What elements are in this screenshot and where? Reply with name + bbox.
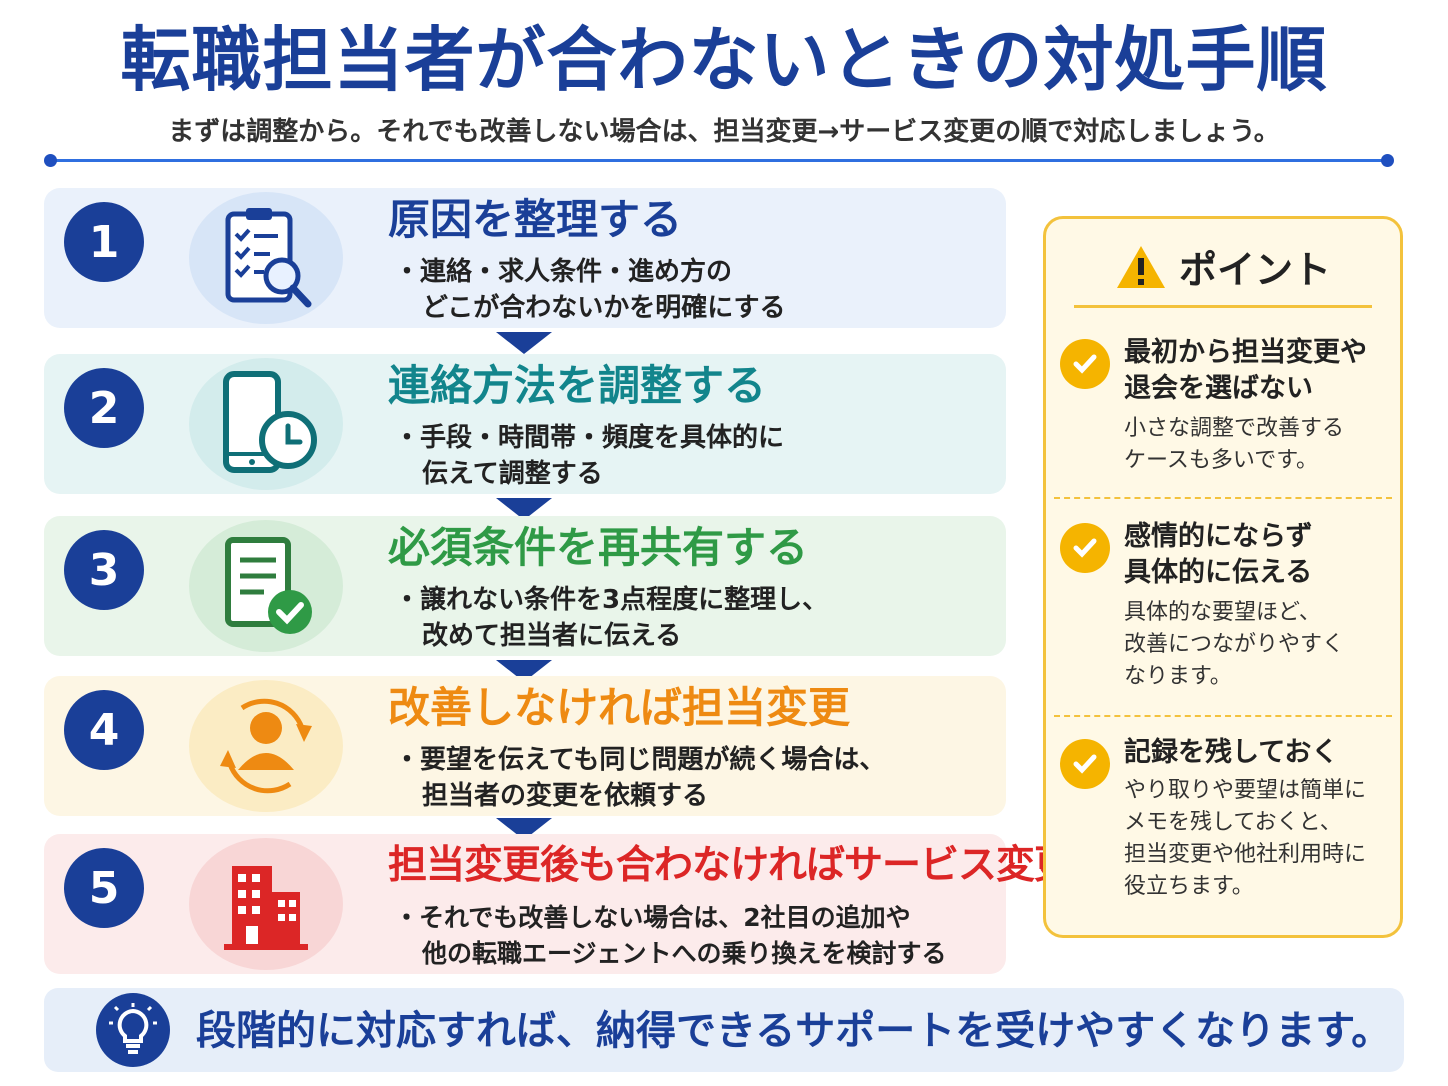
point-item-2-title: 感情的にならず 具体的に伝える	[1124, 521, 1313, 588]
step-3-description: ・譲れない条件を3点程度に整理し、 改めて担当者に伝える	[394, 582, 828, 654]
step-5-number: 5	[64, 848, 144, 928]
step-1-card: 1 原因を整理する ・連絡・求人条件・進め方の どこが合わないかを明確にする	[44, 188, 1006, 328]
lightbulb-icon	[96, 993, 170, 1067]
point-heading: ポイント	[1046, 239, 1400, 294]
step-2-card: 2 連絡方法を調整する ・手段・時間帯・頻度を具体的に 伝えて調整する	[44, 354, 1006, 494]
step-4-card: 4 改善しなければ担当変更 ・要望を伝えても同じ問題が続く場合は、 担当者の変更…	[44, 676, 1006, 816]
step-5-desc-line1: ・それでも改善しない場合は、2社目の追加や	[394, 903, 911, 932]
step-5-title: 担当変更後も合わなければサービス変更	[388, 843, 1073, 888]
point-item-3-desc: やり取りや要望は簡単に メモを残しておくと、 担当変更や他社利用時に 役立ちます…	[1124, 778, 1367, 899]
check-icon	[1060, 739, 1110, 789]
step-2-number: 2	[64, 368, 144, 448]
person-swap-icon	[189, 680, 343, 812]
step-2-desc-line1: ・手段・時間帯・頻度を具体的に	[394, 423, 785, 453]
step-5-description: ・それでも改善しない場合は、2社目の追加や 他の転職エージェントへの乗り換えを検…	[394, 900, 947, 972]
step-1-title: 原因を整理する	[388, 195, 683, 244]
point-item-1-desc: 小さな調整で改善する ケースも多いです。	[1124, 416, 1345, 473]
step-arrow	[496, 332, 552, 354]
step-2-description: ・手段・時間帯・頻度を具体的に 伝えて調整する	[394, 420, 784, 492]
step-3-desc-line1: ・譲れない条件を3点程度に整理し、	[394, 585, 829, 615]
step-3-desc-line2: 改めて担当者に伝える	[422, 621, 682, 651]
step-3-card: 3 必須条件を再共有する ・譲れない条件を3点程度に整理し、 改めて担当者に伝え…	[44, 516, 1006, 656]
step-5-desc-line2: 他の転職エージェントへの乗り換えを検討する	[422, 939, 947, 968]
check-icon	[1060, 339, 1110, 389]
clipboard-search-icon	[189, 192, 343, 324]
step-4-description: ・要望を伝えても同じ問題が続く場合は、 担当者の変更を依頼する	[394, 742, 885, 814]
phone-clock-icon	[189, 358, 343, 490]
point-item-1-title: 最初から担当変更や 退会を選ばない	[1124, 337, 1367, 404]
step-5-card: 5 担当変更後も合わなければサービス変更 ・それでも改善しない場合は、2社目の追…	[44, 834, 1073, 974]
step-1-number: 1	[64, 202, 144, 282]
title-divider	[44, 154, 1394, 167]
building-icon	[189, 838, 343, 970]
point-divider	[1054, 715, 1392, 717]
step-1-description: ・連絡・求人条件・進め方の どこが合わないかを明確にする	[394, 254, 785, 326]
step-4-desc-line2: 担当者の変更を依頼する	[422, 781, 709, 811]
warning-icon	[1116, 245, 1165, 288]
point-heading-text: ポイント	[1178, 248, 1331, 292]
point-divider	[1054, 497, 1392, 499]
page-title: 転職担当者が合わないときの対処手順	[120, 19, 1328, 101]
step-3-title: 必須条件を再共有する	[388, 523, 809, 572]
point-item-2: 感情的にならず 具体的に伝える 具体的な要望ほど、 改善につながりやすく なりま…	[1060, 519, 1390, 699]
footer-text: 段階的に対応すれば、納得できるサポートを受けやすくなります。	[196, 1008, 1392, 1054]
step-1-desc-line2: どこが合わないかを明確にする	[422, 293, 786, 323]
point-item-3: 記録を残しておく やり取りや要望は簡単に メモを残しておくと、 担当変更や他社利…	[1060, 735, 1390, 925]
step-4-desc-line1: ・要望を伝えても同じ問題が続く場合は、	[394, 745, 886, 775]
document-check-icon	[189, 520, 343, 652]
point-item-2-desc: 具体的な要望ほど、 改善につながりやすく なります。	[1124, 600, 1345, 689]
step-4-title: 改善しなければ担当変更	[388, 683, 851, 732]
footer-banner: 段階的に対応すれば、納得できるサポートを受けやすくなります。	[44, 988, 1404, 1072]
point-item-1: 最初から担当変更や 退会を選ばない 小さな調整で改善する ケースも多いです。	[1060, 335, 1390, 485]
step-arrow	[496, 498, 552, 520]
point-panel: ポイント 最初から担当変更や 退会を選ばない 小さな調整で改善する ケースも多い…	[1043, 216, 1403, 938]
point-item-3-title: 記録を残しておく	[1124, 737, 1339, 768]
step-2-title: 連絡方法を調整する	[388, 361, 767, 410]
step-2-desc-line2: 伝えて調整する	[422, 459, 603, 489]
point-heading-divider	[1074, 305, 1372, 308]
check-icon	[1060, 523, 1110, 573]
step-1-desc-line1: ・連絡・求人条件・進め方の	[394, 257, 733, 287]
page-subtitle: まずは調整から。それでも改善しない場合は、担当変更→サービス変更の順で対応しまし…	[168, 117, 1280, 147]
step-4-number: 4	[64, 690, 144, 770]
step-3-number: 3	[64, 530, 144, 610]
